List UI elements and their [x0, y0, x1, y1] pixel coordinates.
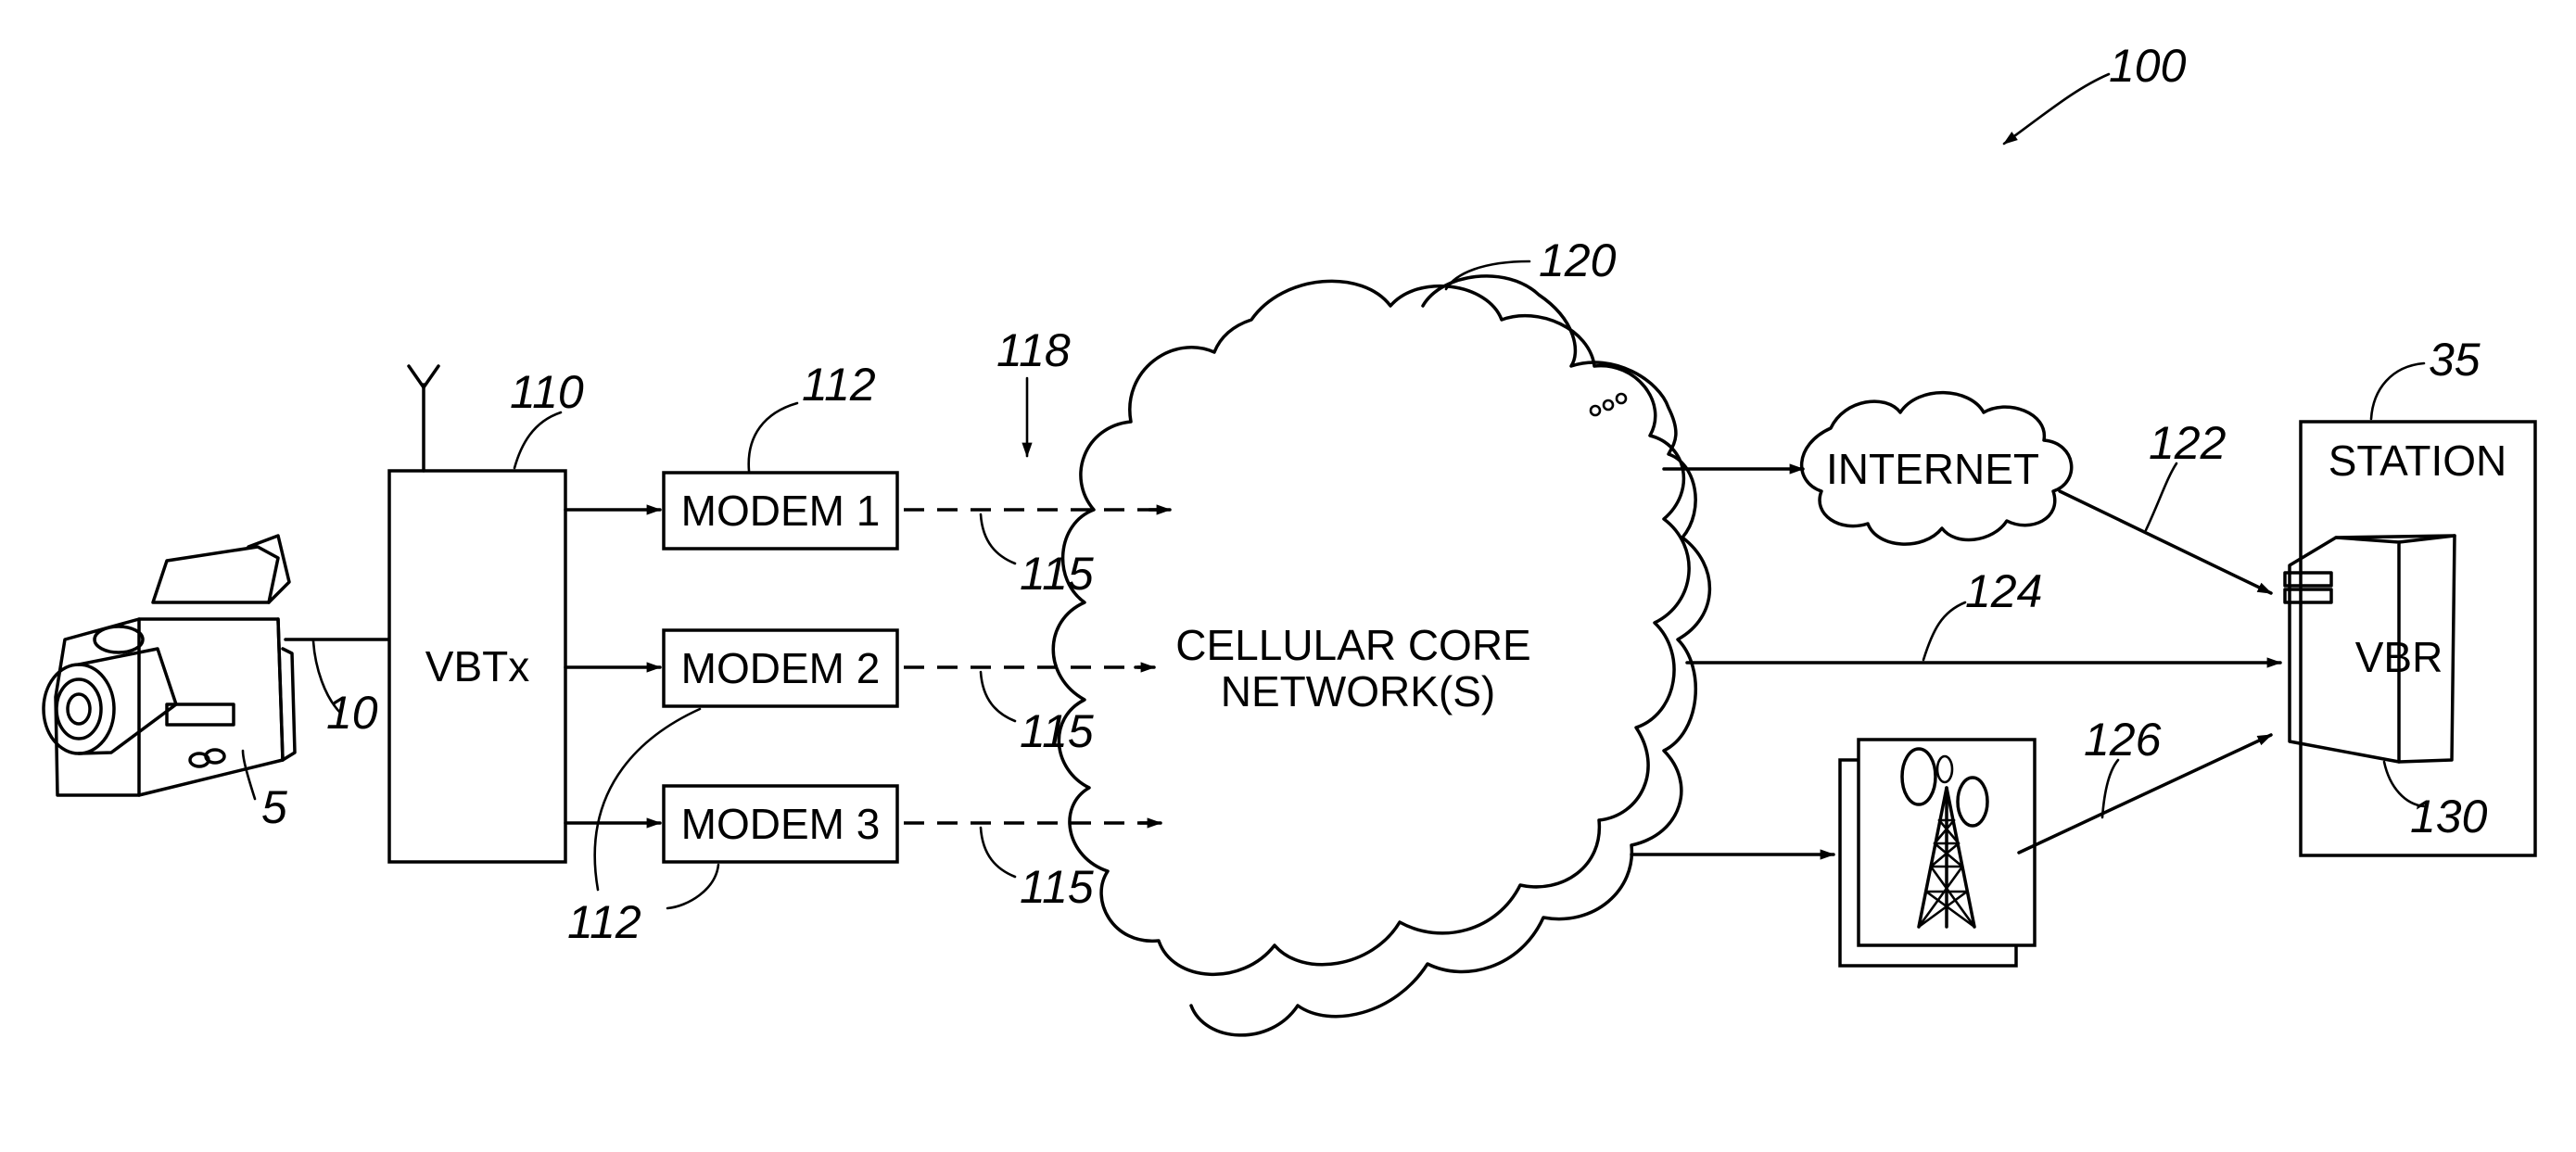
network-label-line2: NETWORK(S) — [1221, 667, 1495, 715]
link3-ref-label: 115 — [1020, 861, 1094, 913]
link2-ref-label: 115 — [1020, 705, 1094, 757]
video-camera-icon — [44, 536, 295, 795]
link1-ref-leader — [981, 514, 1015, 563]
modem-1: MODEM 1 — [664, 473, 897, 549]
modem-3-label: MODEM 3 — [681, 800, 881, 848]
modem-2-label: MODEM 2 — [681, 644, 881, 692]
vbtx-unit: VBTx 110 — [389, 366, 584, 862]
modem-1-label: MODEM 1 — [681, 487, 881, 535]
modem-bottom-ref-leader-b — [667, 865, 718, 908]
system-ref-group: 100 — [2004, 40, 2187, 144]
broadcast-tower-icon — [1840, 740, 2035, 966]
link1-ref-label: 115 — [1020, 548, 1094, 600]
internet-label: INTERNET — [1826, 445, 2039, 493]
station-ref-label: 35 — [2429, 334, 2481, 386]
station-ref-leader — [2371, 363, 2424, 419]
internet-link-ref-leader — [2146, 463, 2176, 530]
camera-ref-label: 5 — [261, 781, 287, 833]
vbtx-label: VBTx — [425, 642, 529, 690]
link3-ref-leader — [981, 828, 1015, 877]
network-ref-label: 120 — [1539, 234, 1617, 286]
satellite-link-ref-label: 126 — [2084, 714, 2162, 766]
modem-3: MODEM 3 — [664, 786, 897, 862]
system-ref-label: 100 — [2109, 40, 2187, 92]
direct-link-ref-leader — [1923, 602, 1965, 660]
vbr-label: VBR — [2355, 633, 2443, 681]
cellular-network-cloud: CELLULAR CORE NETWORK(S) — [1053, 276, 1709, 1035]
modem-bottom-ref-label: 112 — [567, 896, 641, 948]
modem-top-ref-label: 112 — [802, 359, 876, 411]
links-group-ref-label: 118 — [996, 324, 1071, 376]
direct-link-ref-label: 124 — [1965, 565, 2042, 617]
cable-ref-label: 10 — [326, 687, 378, 739]
system-leader-arrow — [2004, 74, 2109, 144]
modem-top-ref-leader — [749, 403, 797, 471]
vbtx-ref-leader — [514, 412, 561, 468]
vbtx-ref-label: 110 — [510, 366, 584, 418]
internet-cloud: INTERNET — [1802, 393, 2072, 545]
link2-ref-leader — [981, 672, 1015, 721]
camera-ref-leader — [243, 751, 255, 799]
network-label-line1: CELLULAR CORE — [1175, 621, 1530, 669]
station-label: STATION — [2329, 437, 2507, 485]
internet-to-vbr-arrow — [2060, 491, 2271, 593]
modem-2: MODEM 2 — [664, 630, 897, 706]
antenna-icon — [409, 366, 438, 471]
internet-link-ref-label: 122 — [2149, 417, 2227, 469]
vbr-ref-label: 130 — [2410, 791, 2488, 842]
